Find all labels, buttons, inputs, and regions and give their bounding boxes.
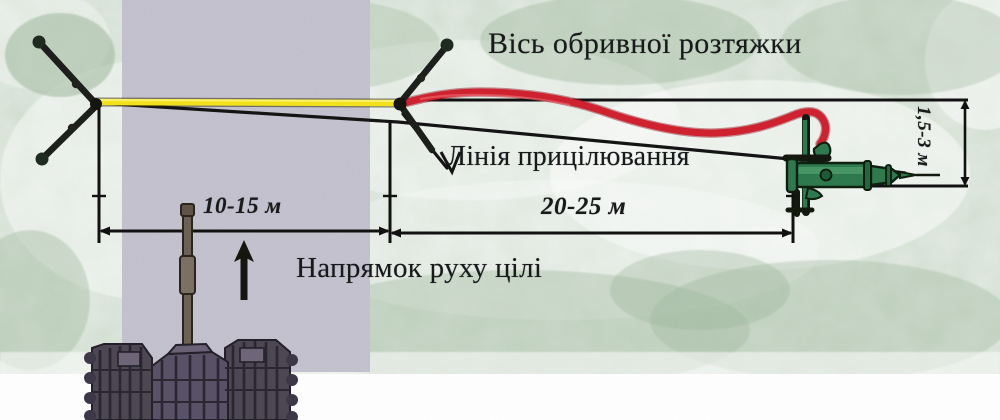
movement-direction-arrow [234,240,254,300]
dimension-line-10-15 [99,226,390,236]
height-dimension-line [960,100,970,186]
label-direction-of-movement: Напрямок руху цілі [296,252,543,284]
tripwire-segment-red [395,87,831,149]
dimension-line-20-25 [390,228,793,238]
anchor-stake-right [393,38,454,154]
armored-vehicle-target [84,339,298,420]
dimension-label-10-15m: 10-15 м [203,193,282,218]
dimension-label-20-25m: 20-25 м [541,193,627,220]
mine-body-group [782,114,940,217]
dimension-label-height: 1,5-3 м [913,106,934,167]
label-axis-of-tripwire: Вісь обривної розтяжки [488,27,802,60]
vehicle-gun-barrel [179,203,196,349]
anchor-stake-left [32,35,102,166]
tripwire-segment-yellow [90,97,404,108]
extension-lines [92,104,800,243]
label-aiming-line: Лінія прицілювання [447,141,690,172]
